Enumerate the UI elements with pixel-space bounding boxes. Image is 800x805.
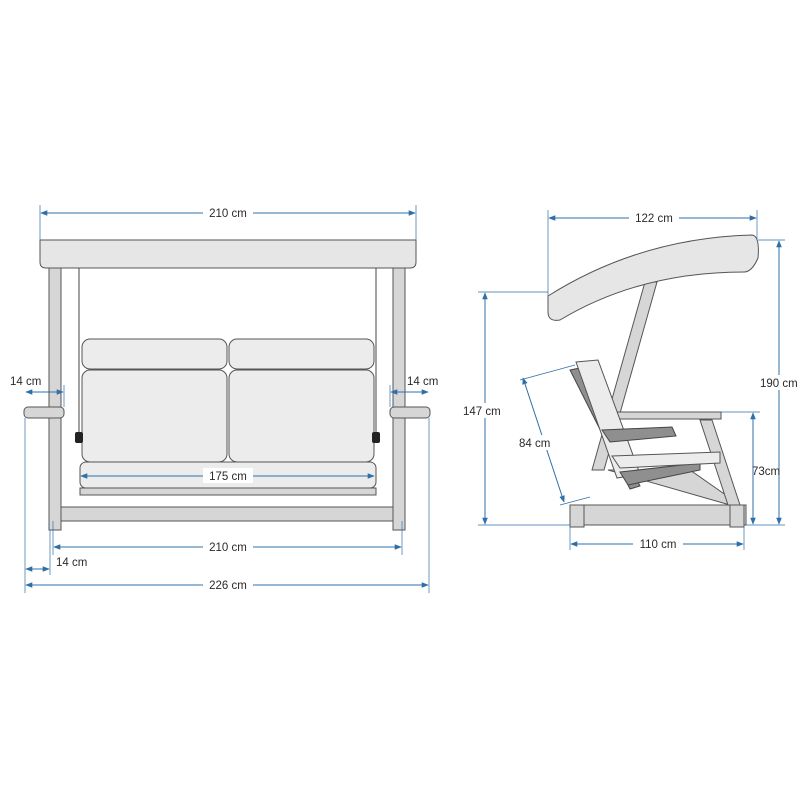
seat-frame — [79, 487, 377, 496]
side-dimensions: 122 cm 190 cm 147 cm 84 cm 73cm 110 cm — [462, 210, 800, 551]
leg-offset-label: 14 cm — [56, 557, 87, 569]
side-base — [569, 504, 747, 526]
base-depth-label: 110 cm — [640, 539, 677, 551]
front-base-beam — [60, 506, 394, 522]
side-armrest — [612, 411, 722, 420]
side-canopy — [547, 234, 759, 321]
front-right-post — [392, 267, 406, 531]
back-cushion-right — [228, 369, 375, 463]
front-canopy — [39, 239, 417, 269]
front-left-post — [48, 267, 62, 531]
left-hook-icon — [75, 432, 83, 443]
canopy-width-label: 210 cm — [209, 208, 247, 220]
canopy-depth-label: 122 cm — [635, 213, 673, 225]
front-view — [23, 239, 431, 531]
seat-height-label: 73cm — [752, 466, 780, 478]
side-seat-base — [619, 462, 701, 486]
front-dimensions: 210 cm 175 cm 210 cm 226 cm 14 cm 14 cm … — [10, 205, 438, 593]
overall-width-label: 226 cm — [209, 580, 247, 592]
side-base-front-foot — [729, 504, 745, 528]
left-arm-label: 14 cm — [10, 376, 41, 388]
backrest-length-label: 84 cm — [519, 438, 550, 450]
back-cushion-top-left — [81, 338, 228, 370]
side-view — [547, 234, 759, 528]
side-seat-arm — [601, 426, 677, 443]
back-cushion-top-right — [228, 338, 375, 370]
front-right-armrest — [389, 406, 431, 419]
frame-height-label: 147 cm — [463, 406, 501, 418]
side-base-rear-foot — [569, 504, 585, 528]
frame-width-label: 210 cm — [209, 542, 247, 554]
right-arm-label: 14 cm — [407, 376, 438, 388]
back-cushion-left — [81, 369, 228, 463]
right-hook-icon — [372, 432, 380, 443]
total-height-label: 190 cm — [760, 378, 798, 390]
front-left-armrest — [23, 406, 65, 419]
seat-width-label: 175 cm — [209, 471, 247, 483]
side-seat-cushion — [611, 451, 721, 469]
